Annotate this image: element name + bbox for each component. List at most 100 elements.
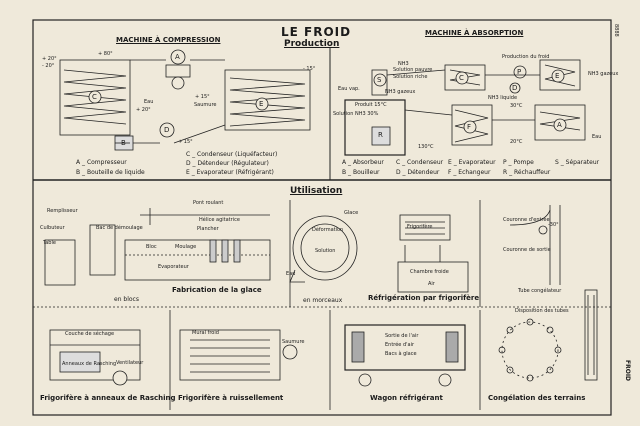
annotation: 20°C	[510, 139, 523, 145]
abs-label-d: D	[512, 84, 518, 92]
ice-label: Moulage	[175, 244, 197, 250]
legend-item: E _ Evaporateur	[448, 159, 496, 166]
annotation: Solution riche	[393, 74, 428, 80]
temp-label: + 15°	[178, 139, 193, 145]
absorption-diagram	[344, 59, 586, 156]
utilisation-heading: Utilisation	[290, 186, 343, 196]
legend-item: C _ Condenseur (Liquéfacteur)	[186, 151, 278, 158]
ice-label: Hélice agitatrice	[199, 217, 240, 223]
legend-item: R _ Réchauffeur	[503, 169, 551, 176]
frame	[32, 19, 612, 416]
comp-label-e: E	[259, 100, 264, 108]
legend-item: D _ Détendeur	[396, 169, 440, 176]
annotation: 130°C	[418, 144, 434, 150]
ice-label: Evaporateur	[158, 264, 189, 270]
annotation: Solution NH3 30%	[333, 111, 379, 117]
legend-item: A _ Absorbeur	[342, 159, 384, 166]
ice-label: Culbuteur	[40, 225, 65, 231]
ice-factory-caption: Fabrication de la glace	[172, 286, 262, 294]
ice-blocks-caption: en blocs	[114, 296, 139, 303]
ice-label: Pont roulant	[193, 200, 224, 206]
legend-item: B _ Bouteille de liquide	[76, 169, 145, 176]
temp-label: + 20°	[136, 107, 151, 113]
wagon-diagram	[344, 324, 466, 387]
annotation: Eau	[592, 134, 602, 140]
ice-label: Remplisseur	[47, 208, 78, 214]
wagon-caption: Wagon réfrigérant	[370, 394, 443, 402]
annotation: NH3 gazeux	[588, 71, 619, 77]
abs-label-r: R	[378, 131, 383, 139]
drum-label: Eau	[286, 271, 296, 277]
corner-code: 8888	[613, 24, 619, 37]
legend-item: A _ Compresseur	[76, 159, 127, 166]
abs-label-p: P	[517, 68, 522, 76]
ground-label: Tube congélateur	[518, 288, 562, 294]
legend-item: C _ Condenseur	[396, 159, 444, 166]
comp-label-d: D	[164, 126, 170, 134]
legend-item: D _ Détendeur (Régulateur)	[186, 160, 269, 167]
drum-label: Déformation	[312, 227, 344, 233]
legend-item: E _ Evaporateur (Réfrigérant)	[186, 169, 274, 176]
ground-label: -30°	[548, 222, 559, 228]
ground-freezing-diagram	[509, 205, 598, 381]
annotation: NH3 gazeux	[385, 89, 416, 95]
temp-label: - 15°	[303, 66, 316, 72]
annotation: NH3	[398, 61, 409, 67]
temp-label: - 20°	[42, 63, 55, 69]
ruiss-caption: Frigorifère à ruissellement	[178, 394, 284, 402]
ice-label: Bac de démoulage	[96, 225, 143, 231]
temp-label: + 80°	[98, 51, 113, 57]
ground-caption: Congélation des terrains	[488, 394, 586, 402]
ice-drum-diagram	[289, 215, 358, 283]
rasching-caption: Frigorifère à anneaux de Rasching	[40, 394, 176, 402]
rasching-diagram	[49, 329, 141, 386]
drum-label: Solution	[315, 248, 336, 254]
ice-label: Bloc	[146, 244, 157, 250]
annotation: NH3 liquide	[488, 95, 518, 101]
wagon-label: Sortie de l'air	[385, 333, 419, 339]
ice-factory-diagram	[44, 208, 271, 286]
tube-disposition-diagram	[498, 318, 562, 382]
compression-heading: MACHINE À COMPRESSION	[116, 36, 221, 44]
abs-label-a: A	[557, 121, 562, 129]
ice-pieces-caption: en morceaux	[303, 297, 343, 304]
frig-label: Chambre froide	[410, 269, 449, 275]
ground-label: Couronne de sortie	[503, 247, 551, 253]
wagon-label: Entrée d'air	[385, 342, 415, 348]
temp-label: + 20°	[42, 56, 57, 62]
legend-item: F _ Echangeur	[448, 169, 491, 176]
frig-caption: Réfrigération par frigorifère	[368, 294, 480, 302]
comp-label-b: B	[121, 139, 126, 147]
ruiss-label: Saumure	[282, 339, 305, 345]
annotation: Produit 15°C	[355, 102, 387, 108]
brine-label: Saumure	[194, 102, 217, 108]
legend-item: S _ Séparateur	[555, 159, 600, 166]
ground-label: Disposition des tubes	[515, 308, 569, 314]
compression-diagram	[59, 49, 311, 151]
page-title: LE FROID	[281, 25, 352, 39]
page-subtitle: Production	[284, 39, 340, 49]
ice-label: Plancher	[197, 226, 219, 232]
ground-label: Couronne d'entrée	[503, 217, 550, 223]
side-label: FROID	[624, 360, 631, 382]
comp-label-a: A	[175, 53, 180, 61]
annotation: 30°C	[510, 103, 523, 109]
abs-label-c: C	[459, 74, 464, 82]
water-label: Eau	[144, 99, 154, 105]
annotation: Eau vap.	[338, 86, 360, 92]
frig-label: Frigorifère	[407, 224, 433, 230]
frig-label: Air	[428, 281, 435, 287]
rasching-label: Couche de séchage	[65, 331, 115, 337]
ice-label: Table	[43, 240, 56, 246]
temp-label: + 15°	[195, 94, 210, 100]
comp-label-c: C	[92, 93, 97, 101]
abs-label-e: E	[555, 72, 560, 80]
legend-item: B _ Bouilleur	[342, 169, 380, 176]
abs-label-f: F	[467, 123, 472, 131]
drum-label: Glace	[344, 210, 359, 216]
ruissellement-diagram	[179, 329, 298, 381]
absorption-heading: MACHINE À ABSORPTION	[425, 29, 524, 37]
frigorifere-diagram	[397, 214, 469, 293]
